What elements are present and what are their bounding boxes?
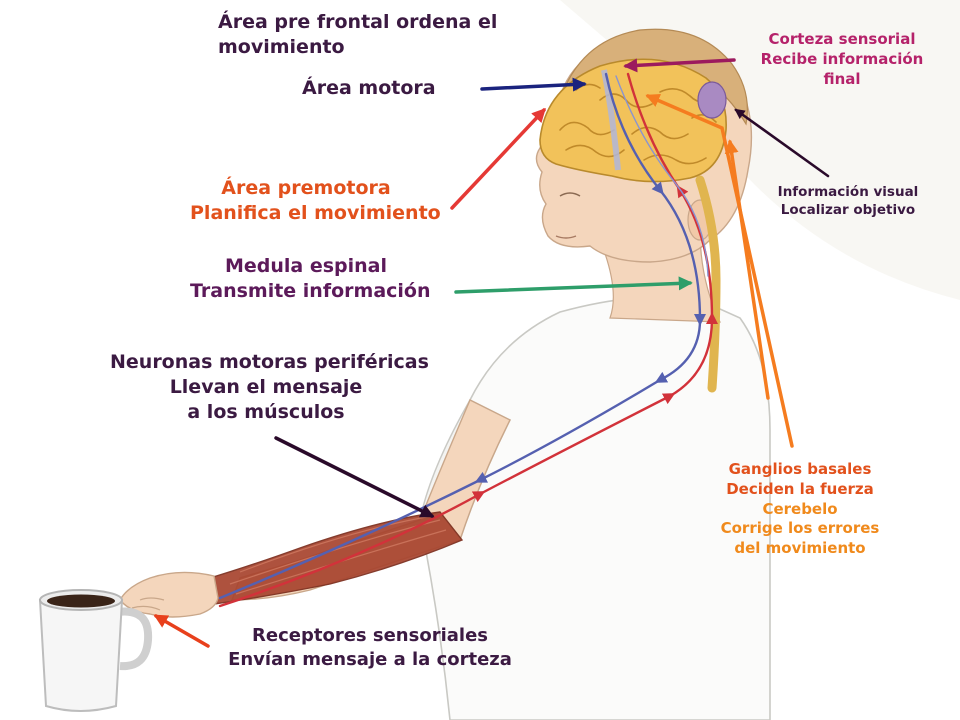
- label-visual-information: Información visual Localizar objetivo: [748, 184, 948, 220]
- label-cerebellum-line-1: Cerebelo: [762, 499, 838, 518]
- arrow-visual-info: [734, 108, 830, 178]
- label-premotor-area: Área premotora Planifica el movimiento: [190, 176, 441, 226]
- arrow-peripheral-neurons: [274, 436, 435, 518]
- label-visual-line-1: Información visual: [777, 184, 919, 200]
- label-sensory-cortex: Corteza sensorial Recibe información fin…: [742, 30, 942, 89]
- label-neurons-line-3: a los músculos: [187, 401, 345, 424]
- label-sensory-line-2: Recibe información: [760, 49, 924, 68]
- label-premotor-line-2: Planifica el movimiento: [190, 202, 441, 225]
- label-neurons-line-2: Llevan el mensaje: [169, 376, 363, 399]
- label-motor-line-1: Área motora: [302, 77, 436, 99]
- label-cerebellum-line-3: del movimiento: [734, 539, 866, 558]
- label-visual-line-2: Localizar objetivo: [780, 201, 916, 218]
- motor-cortex-strip: [601, 69, 621, 171]
- label-spinal-cord: Medula espinal Transmite información: [190, 254, 431, 304]
- label-receptors-line-2: Envían mensaje a la corteza: [228, 648, 512, 670]
- label-basal-ganglia-cerebellum: Ganglios basales Deciden la fuerza Cereb…: [690, 460, 910, 559]
- arrow-basal-ganglia: [645, 94, 794, 448]
- label-prefrontal-line-1: Área pre frontal ordena el: [218, 11, 498, 33]
- label-sensory-receptors: Receptores sensoriales Envían mensaje a …: [220, 624, 520, 672]
- arrow-sensory-receptors: [153, 614, 210, 648]
- arrow-cerebellum: [724, 139, 770, 400]
- annotation-arrows: [153, 58, 830, 648]
- arrow-premotor-area: [450, 107, 546, 210]
- visual-cortex: [697, 81, 727, 119]
- label-sensory-line-1: Corteza sensorial: [768, 30, 916, 48]
- arrow-motor-area: [480, 77, 587, 92]
- label-prefrontal-area: Área pre frontal ordena el movimiento: [218, 10, 497, 60]
- fingers: [131, 597, 165, 611]
- label-peripheral-motor-neurons: Neuronas motoras periféricas Llevan el m…: [110, 350, 429, 425]
- arrow-spinal-cord: [454, 276, 693, 294]
- cup-handle: [117, 607, 153, 671]
- coffee-cup-icon: [38, 589, 153, 712]
- label-spinal-line-1: Medula espinal: [224, 255, 388, 277]
- label-motor-area: Área motora: [302, 76, 436, 101]
- label-basal-line-2: Deciden la fuerza: [726, 479, 874, 498]
- label-sensory-line-3: final: [823, 69, 861, 88]
- label-premotor-line-1: Área premotora: [221, 177, 391, 199]
- arrow-sensory-cortex: [623, 58, 736, 73]
- cup-body: [38, 599, 124, 712]
- label-receptors-line-1: Receptores sensoriales: [252, 625, 488, 646]
- coffee-surface: [47, 594, 115, 608]
- label-basal-line-1: Ganglios basales: [728, 460, 872, 478]
- label-spinal-line-2: Transmite información: [190, 280, 431, 303]
- label-cerebellum-line-2: Corrige los errores: [720, 519, 880, 538]
- label-prefrontal-line-2: movimiento: [218, 36, 345, 59]
- neural-pathways: [218, 72, 718, 608]
- label-neurons-line-1: Neuronas motoras periféricas: [110, 351, 429, 373]
- motor-pathway-inner: [615, 75, 709, 277]
